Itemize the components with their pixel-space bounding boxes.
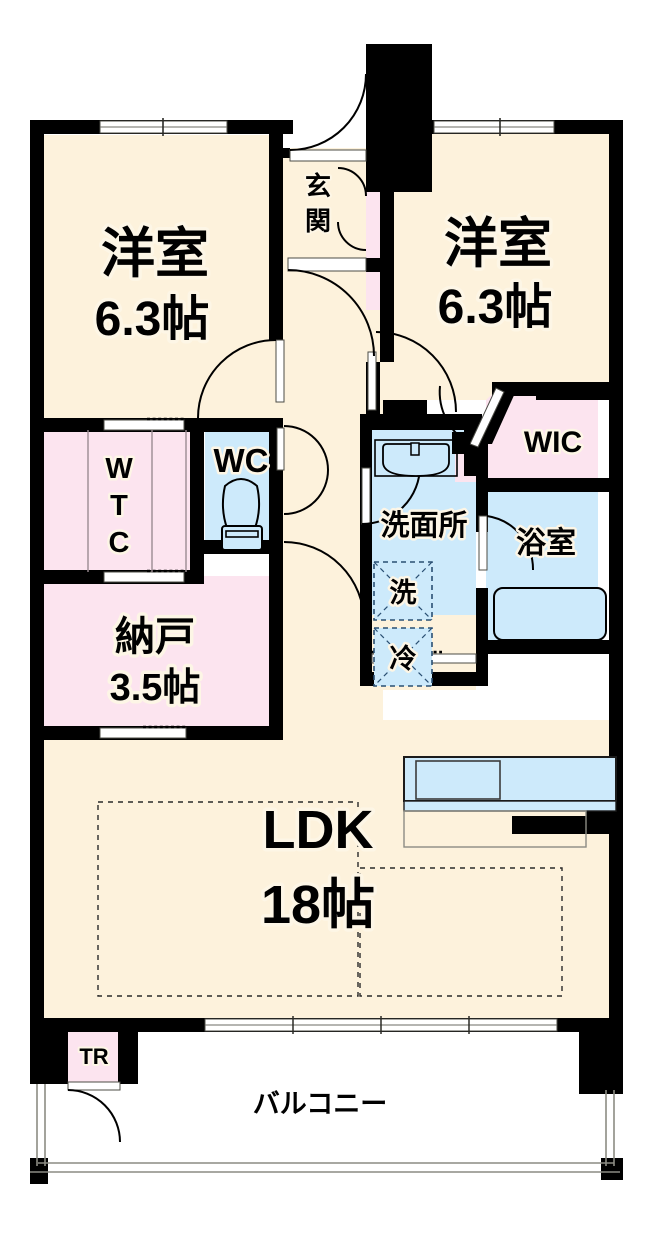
wall-washroom-left (360, 414, 372, 684)
arc-entrance-inner (287, 269, 375, 357)
arc-wc-door-c (283, 425, 329, 515)
arc-bedroom-left (197, 339, 277, 419)
wtc-label-2: T (110, 490, 128, 522)
arc-bathroom-door (486, 515, 535, 571)
arc-hall-door (283, 541, 365, 623)
arc-trunk-door (67, 1089, 121, 1143)
door-leaf-washroom (361, 467, 371, 525)
refrigerator-slot (373, 627, 433, 687)
kitchen-sink-icon (403, 756, 617, 848)
trunk-room-floor (68, 1030, 120, 1082)
arc-bedroom-right (375, 331, 457, 413)
door-wtc-bottom (103, 569, 185, 583)
wall-entrance-right (380, 184, 394, 262)
wall-balcony-bottom-left (30, 1158, 48, 1184)
wall-bedroomright-bottom-2 (383, 400, 427, 414)
arc-wic-door (438, 385, 471, 445)
door-leaf-wc (276, 427, 285, 471)
wall-storeroom-right (269, 548, 283, 738)
wall-wic-left (452, 432, 476, 454)
washroom-label: 洗面所 (380, 509, 467, 542)
wall-bedroomleft-bottom-2 (196, 418, 283, 432)
door-swing-arcs (67, 73, 535, 1143)
door-wtc-top (103, 417, 185, 431)
door-leaf-trunk (67, 1081, 121, 1091)
bedroom-left-floor (36, 135, 283, 431)
ldk-label: LDK (263, 800, 374, 860)
entrance-inner-door-sill (287, 257, 367, 272)
wall-wic-bottom (476, 478, 623, 492)
ldk-area-guides (97, 801, 563, 997)
storeroom-size: 3.5帖 (110, 667, 201, 709)
wall-right-outer (609, 120, 623, 1032)
toilet-icon (221, 478, 263, 551)
wall-entrance-right-3 (380, 272, 394, 362)
arc-shoe-closet-b (337, 221, 367, 251)
window-ldk-balcony (204, 1016, 558, 1034)
bathtub-icon (493, 587, 607, 641)
wall-balcony-left-stub2 (118, 1032, 138, 1084)
entrance-door-sill (289, 149, 367, 162)
door-leaf-bedroom-left (275, 339, 285, 403)
window-bedroom-left (99, 118, 228, 136)
appliance-slots (373, 561, 433, 687)
wic-label: WIC (524, 426, 582, 459)
fridge-slot-label: 冷 (390, 644, 417, 674)
wic-floor (486, 382, 598, 482)
wall-wic-top (492, 382, 623, 396)
window-bedroom-right (433, 118, 555, 136)
wtc-label-3: C (109, 527, 130, 559)
bedroom-right-size: 6.3帖 (438, 281, 553, 334)
door-leaf-bedroom-right (367, 351, 377, 411)
bathroom-label: 浴室 (516, 526, 576, 560)
washer-slot-label: 洗 (390, 578, 417, 608)
hall-floor-2 (283, 430, 373, 730)
wall-washroom-top (360, 414, 482, 430)
wtc-floor (38, 428, 190, 576)
wall-bedroomleft-right (269, 134, 283, 340)
door-leaf-bathroom (478, 515, 488, 571)
wall-entrance-left (283, 148, 290, 158)
balcony-label: バルコニー (253, 1089, 387, 1119)
wall-balcony-bottom-right (601, 1158, 623, 1180)
windows (67, 118, 558, 1091)
bedroom-right-label: 洋室 (444, 214, 552, 274)
ldk-guide-left (97, 801, 359, 997)
bedroom-left-label: 洋室 (101, 224, 209, 284)
ldk-size: 18帖 (261, 875, 375, 935)
trunk-room-label: TR (79, 1044, 108, 1069)
bedroom-left-size: 6.3帖 (95, 293, 210, 346)
wc-label: WC (214, 442, 269, 479)
storeroom-label: 納戸 (115, 615, 195, 659)
wall-entry-stub (283, 120, 293, 134)
wall-bath-left-2 (476, 592, 488, 652)
arc-entrance-main (289, 73, 367, 151)
washing-machine-slot (373, 561, 433, 621)
wall-bath-bottom (476, 640, 623, 654)
wall-wtc-wc (190, 424, 204, 584)
entrance-floor (288, 148, 373, 263)
entrance-label-2: 関 (305, 206, 331, 236)
door-leaf-wic (469, 387, 505, 448)
arc-shoe-closet-a (337, 167, 367, 197)
door-storeroom-bottom (99, 725, 187, 739)
arc-washroom-door (361, 465, 421, 525)
storeroom-floor (38, 576, 278, 732)
ldk-guide-right (359, 867, 563, 997)
balcony-edges (30, 1084, 620, 1173)
wall-entrance-right-2 (366, 258, 394, 272)
wall-bath-left (476, 492, 488, 516)
washbasin-icon (374, 439, 458, 477)
room-labels: 洋室 6.3帖 洋室 6.3帖 玄 関 W T C WC 納戸 3.5帖 洗面所… (77, 169, 584, 1119)
entrance-label-1: 玄 (305, 171, 331, 201)
wall-hall-right-upper (366, 134, 380, 186)
wtc-label-1: W (105, 453, 133, 485)
wall-balcony-left-stub (30, 1032, 68, 1084)
wtc-shelf-lines (87, 430, 187, 572)
wall-balcony-right-stub (579, 1032, 623, 1094)
